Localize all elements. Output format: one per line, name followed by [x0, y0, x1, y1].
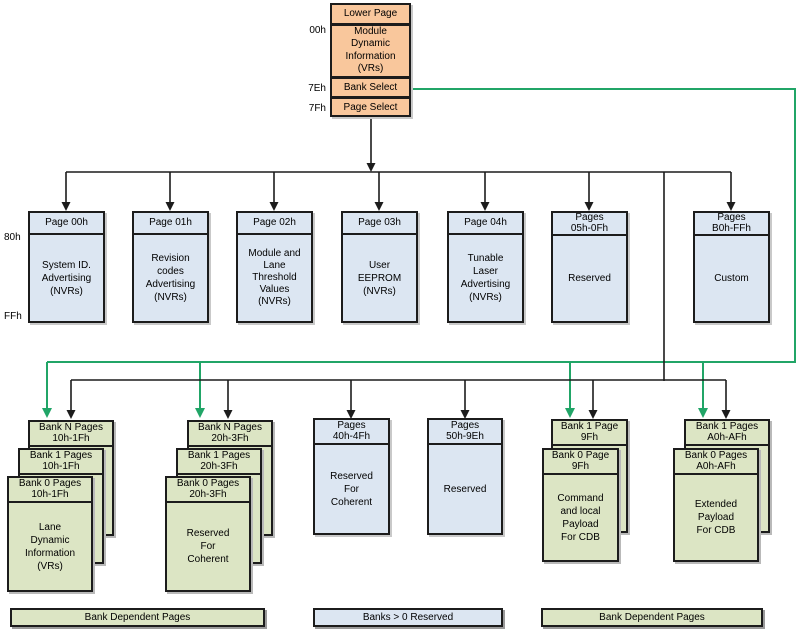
bank-0-page-9Fh-body: Command and local Payload For CDB	[557, 492, 604, 543]
bank-0-pages-A0h-AFh-body: Extended Payload For CDB	[694, 499, 738, 536]
page-04h-body: Tunable Laser Advertising (NVRs)	[460, 253, 511, 303]
pages-40h-4Fh-body: Reserved For Coherent	[330, 470, 373, 508]
footer-bank-dependent-right: Bank Dependent Pages	[541, 608, 763, 627]
pages-B0h-FFh-body: Custom	[714, 273, 749, 284]
offset-label-7Eh: 7Eh	[308, 83, 326, 94]
page-00h-header: Page 00h	[30, 213, 103, 235]
bank-0-pages-20h-3Fh-box: Bank 0 Pages 20h-3Fh Reserved For Cohere…	[165, 476, 251, 592]
bank-0-pages-10h-1Fh-header: Bank 0 Pages 10h-1Fh	[9, 478, 91, 503]
bank-0-pages-10h-1Fh-box: Bank 0 Pages 10h-1Fh Lane Dynamic Inform…	[7, 476, 93, 592]
bank-n-pages-10h-1Fh-header: Bank N Pages 10h-1Fh	[30, 422, 112, 447]
offset-label-7Fh: 7Fh	[308, 103, 326, 114]
bank-1-page-9Fh-header: Bank 1 Page 9Fh	[553, 421, 626, 446]
page-04h-box: Page 04h Tunable Laser Advertising (NVRs…	[447, 211, 524, 323]
pages-50h-9Eh-body: Reserved	[443, 483, 487, 495]
bank-1-pages-A0h-AFh-header: Bank 1 Pages A0h-AFh	[686, 421, 768, 446]
bank-0-pages-A0h-AFh-header: Bank 0 Pages A0h-AFh	[675, 450, 757, 475]
bank-n-pages-20h-3Fh-header: Bank N Pages 20h-3Fh	[189, 422, 271, 447]
page-select-arrowheads	[61, 163, 736, 419]
pages-50h-9Eh-header: Pages 50h-9Eh	[429, 420, 501, 445]
offset-label-00h: 00h	[309, 25, 326, 36]
pages-B0h-FFh-box: Pages B0h-FFh Custom	[693, 211, 770, 323]
page-00h-box: Page 00h System ID. Advertising (NVRs)	[28, 211, 105, 323]
page-select-row: Page Select	[343, 101, 398, 113]
lower-page-body: Module Dynamic Information (VRs)	[332, 26, 409, 79]
offset-label-80h: 80h	[4, 232, 21, 243]
pages-40h-4Fh-header: Pages 40h-4Fh	[315, 420, 388, 445]
bank-0-page-9Fh-box: Bank 0 Page 9Fh Command and local Payloa…	[542, 448, 619, 562]
page-03h-header: Page 03h	[343, 213, 416, 235]
page-01h-box: Page 01h Revision codes Advertising (NVR…	[132, 211, 209, 323]
page-01h-header: Page 01h	[134, 213, 207, 235]
lower-page-title: Lower Page	[332, 5, 409, 26]
pages-05h-0Fh-body: Reserved	[568, 273, 611, 284]
pages-40h-4Fh-box: Pages 40h-4Fh Reserved For Coherent	[313, 418, 390, 535]
bank-1-pages-10h-1Fh-header: Bank 1 Pages 10h-1Fh	[20, 450, 102, 475]
page-02h-header: Page 02h	[238, 213, 311, 235]
page-02h-box: Page 02h Module and Lane Threshold Value…	[236, 211, 313, 323]
page-03h-box: Page 03h User EEPROM (NVRs)	[341, 211, 418, 323]
footer-banks-gt0-reserved: Banks > 0 Reserved	[313, 608, 503, 627]
offset-label-FFh: FFh	[4, 311, 22, 322]
bank-select-wire	[46, 88, 796, 409]
page-03h-body: User EEPROM (NVRs)	[357, 259, 402, 297]
pages-B0h-FFh-header: Pages B0h-FFh	[695, 212, 768, 236]
page-00h-body: System ID. Advertising (NVRs)	[41, 259, 92, 297]
bank-0-page-9Fh-header: Bank 0 Page 9Fh	[544, 450, 617, 475]
bank-0-pages-10h-1Fh-body: Lane Dynamic Information (VRs)	[24, 521, 76, 572]
page-02h-body: Module and Lane Threshold Values (NVRs)	[248, 248, 301, 307]
bank-0-pages-20h-3Fh-header: Bank 0 Pages 20h-3Fh	[167, 478, 249, 503]
bank-0-pages-A0h-AFh-box: Bank 0 Pages A0h-AFh Extended Payload Fo…	[673, 448, 759, 562]
pages-50h-9Eh-box: Pages 50h-9Eh Reserved	[427, 418, 503, 535]
footer-bank-dependent-left: Bank Dependent Pages	[10, 608, 265, 627]
page-01h-body: Revision codes Advertising (NVRs)	[145, 253, 196, 303]
bank-0-pages-20h-3Fh-body: Reserved For Coherent	[186, 528, 230, 565]
bank-select-arrowheads	[42, 408, 708, 418]
bank-1-pages-20h-3Fh-header: Bank 1 Pages 20h-3Fh	[178, 450, 260, 475]
pages-05h-0Fh-box: Pages 05h-0Fh Reserved	[551, 211, 628, 323]
page-select-wire	[65, 117, 732, 411]
page-04h-header: Page 04h	[449, 213, 522, 235]
bank-select-row: Bank Select	[332, 79, 409, 100]
pages-05h-0Fh-header: Pages 05h-0Fh	[553, 212, 626, 236]
lower-page-box: Lower Page Module Dynamic Information (V…	[330, 3, 411, 117]
